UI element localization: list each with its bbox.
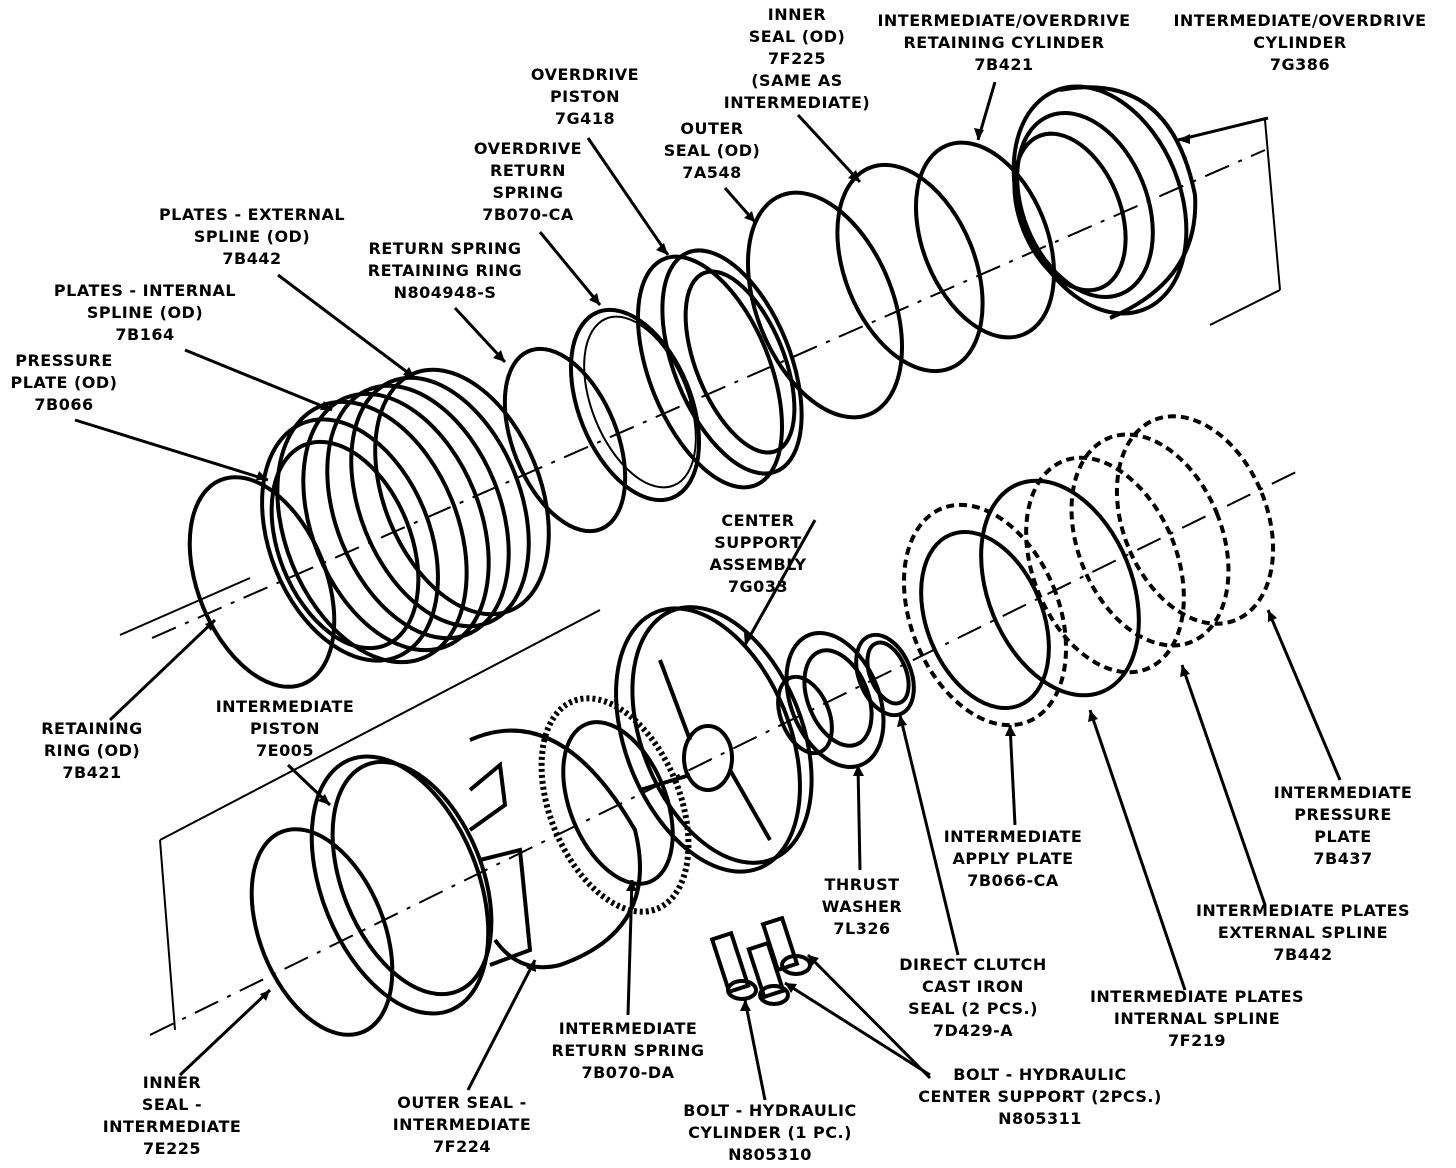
od-clutch-pack (260, 367, 551, 665)
arrowheads (205, 128, 1277, 1011)
outer-seal-od-ring (745, 190, 905, 420)
intermediate-overdrive-cylinder (1011, 84, 1198, 320)
retaining-ring-od (187, 475, 337, 689)
outer-seal-intermediate-ring (469, 728, 642, 970)
bolt-hydraulic-center-support-2 (760, 915, 812, 976)
return-spring-retaining-ring (502, 346, 628, 534)
center-support-assembly (614, 605, 834, 874)
overdrive-piston (636, 248, 804, 490)
intermediate-return-spring (538, 695, 692, 915)
inner-seal-intermediate-ring (249, 827, 395, 1037)
overdrive-return-spring (568, 307, 702, 503)
intermediate-piston (309, 754, 533, 1016)
intermediate-clutch-pack (901, 414, 1276, 728)
bolt-hydraulic-cylinder (709, 930, 758, 1001)
alignment-frame (119, 119, 1281, 1031)
inner-seal-od-ring (835, 162, 985, 374)
direct-clutch-cast-iron-seal (854, 632, 916, 718)
intermediate-overdrive-retaining-cylinder (913, 140, 1057, 340)
thrust-washer (784, 631, 886, 769)
